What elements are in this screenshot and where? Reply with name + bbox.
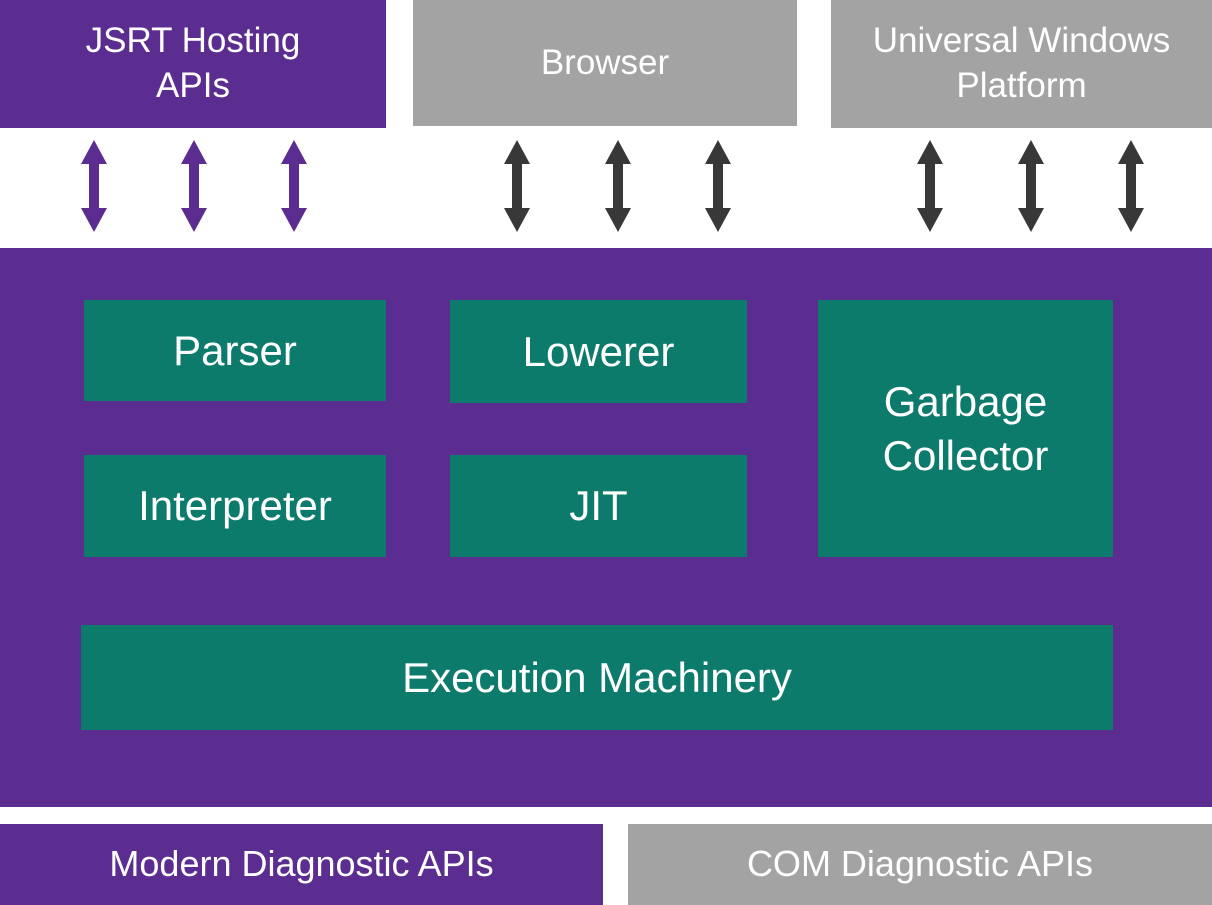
execution-machinery-box: Execution Machinery [81, 625, 1113, 730]
execution-machinery-label: Execution Machinery [402, 653, 792, 701]
jsrt-arrow-group [81, 140, 307, 232]
universal-windows-platform-label: Universal Windows Platform [872, 21, 1171, 105]
up-down-arrow-icon [1017, 140, 1044, 232]
up-down-arrow-icon [181, 140, 207, 232]
up-down-arrow-icon [1118, 140, 1144, 232]
modern-diagnostic-apis-label: Modern Diagnostic APIs [109, 843, 494, 885]
garbage-collector-label: Garbage Collector [882, 377, 1049, 479]
up-down-arrow-icon [81, 140, 107, 232]
jsrt-hosting-apis-label: JSRT Hosting APIs [85, 21, 301, 105]
parser-box: Parser [84, 300, 386, 401]
up-down-arrow-icon [705, 140, 731, 232]
lowerer-label: Lowerer [522, 327, 675, 375]
lowerer-box: Lowerer [450, 300, 747, 403]
up-down-arrow-icon [504, 140, 530, 232]
com-diagnostic-apis-box: COM Diagnostic APIs [628, 824, 1212, 905]
parser-label: Parser [173, 326, 297, 374]
browser-arrow-group [504, 140, 731, 232]
up-down-arrow-icon [281, 140, 307, 232]
up-down-arrow-icon [604, 140, 631, 232]
browser-box: Browser [413, 0, 797, 126]
jit-label: JIT [569, 482, 628, 530]
universal-windows-platform-box: Universal Windows Platform [831, 0, 1212, 128]
browser-label: Browser [540, 42, 670, 82]
interpreter-label: Interpreter [138, 482, 332, 530]
garbage-collector-box: Garbage Collector [818, 300, 1113, 557]
up-down-arrow-icon [917, 140, 943, 232]
interpreter-box: Interpreter [84, 455, 386, 557]
jit-box: JIT [450, 455, 747, 557]
jsrt-hosting-apis-box: JSRT Hosting APIs [0, 0, 386, 128]
uwp-arrow-group [917, 140, 1144, 232]
modern-diagnostic-apis-box: Modern Diagnostic APIs [0, 824, 603, 905]
com-diagnostic-apis-label: COM Diagnostic APIs [746, 843, 1094, 885]
